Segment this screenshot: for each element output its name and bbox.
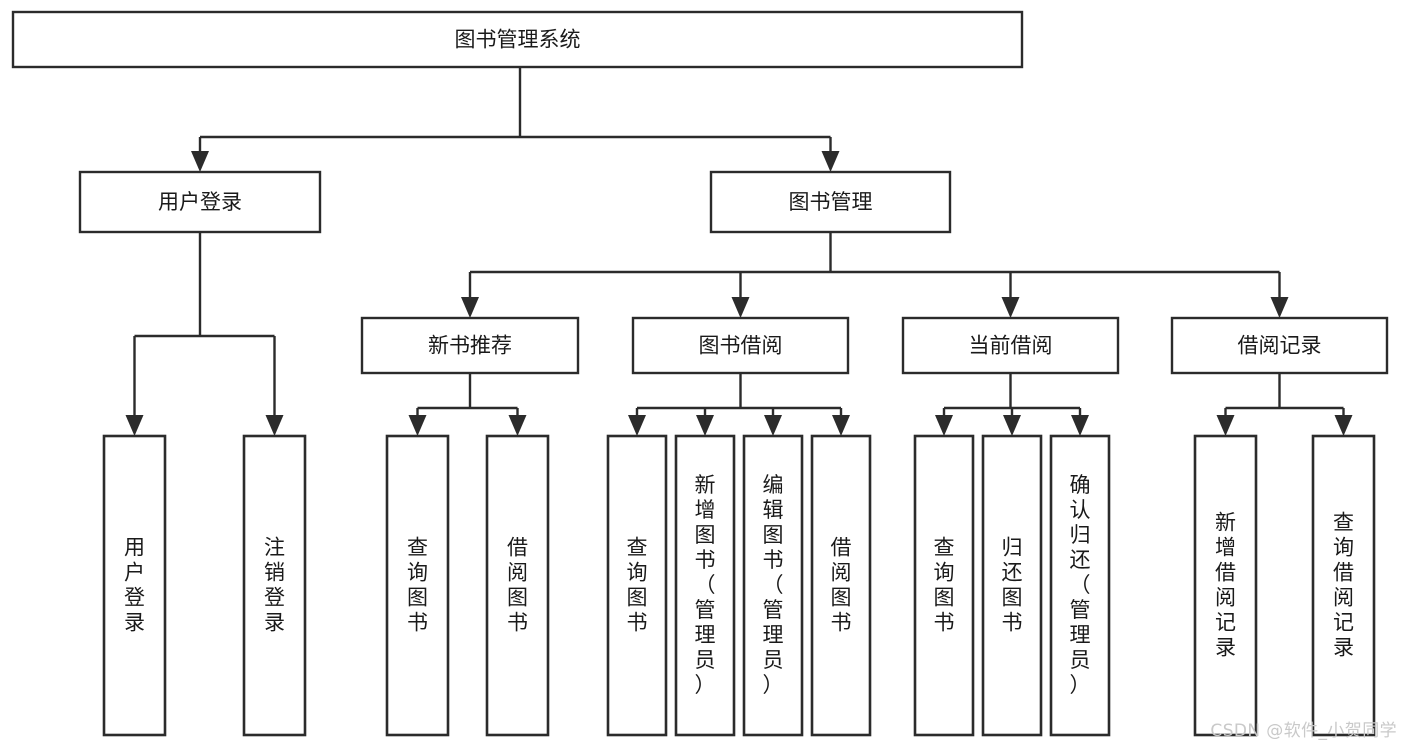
node-book-manage[interactable]: 图书管理 (709, 170, 952, 234)
node-leaf-add-borrow-rec-label: 新增借阅记录 (1215, 511, 1236, 660)
node-user-login-label: 用户登录 (158, 190, 242, 214)
borrow-record-to-leaf-query-borrow-rec-arrow-icon (1334, 415, 1353, 436)
user-login-to-leaf-user-logout-arrow-icon (265, 415, 284, 436)
node-leaf-user-login-box (102, 434, 167, 737)
node-leaf-add-borrow-rec-box (1193, 434, 1258, 737)
node-leaf-user-login-label: 用户登录 (124, 536, 145, 635)
node-borrow-record-box (1170, 316, 1389, 375)
book-manage-to-borrow-record-arrow-icon (1270, 297, 1289, 318)
node-leaf-query-borrow-rec-label: 查询借阅记录 (1333, 511, 1354, 660)
book-manage-to-new-book-recommend-arrow-icon (461, 297, 479, 318)
node-book-borrow-label: 图书借阅 (699, 334, 783, 358)
node-new-book-recommend-label: 新书推荐 (428, 334, 512, 358)
node-leaf-edit-book-admin[interactable]: 编辑图书（管理员） (742, 434, 804, 737)
node-leaf-user-logout[interactable]: 注销登录 (242, 434, 307, 737)
node-leaf-borrow-book-bor-box (810, 434, 872, 737)
node-leaf-query-book-bor-label: 查询图书 (627, 536, 648, 635)
book-manage-to-current-borrow-arrow-icon (1001, 297, 1020, 318)
node-leaf-add-book-admin-label: 新增图书（管理员） (695, 473, 716, 697)
node-leaf-query-borrow-rec-box (1311, 434, 1376, 737)
node-leaf-query-book-cur[interactable]: 查询图书 (913, 434, 975, 737)
book-borrow-to-leaf-query-book-bor-arrow-icon (628, 415, 646, 436)
node-current-borrow[interactable]: 当前借阅 (901, 316, 1120, 375)
node-leaf-query-borrow-rec[interactable]: 查询借阅记录 (1311, 434, 1376, 737)
node-root-label: 图书管理系统 (455, 28, 581, 52)
node-leaf-confirm-return-box (1049, 434, 1111, 737)
book-manage-to-book-borrow-arrow-icon (731, 297, 750, 318)
node-borrow-record[interactable]: 借阅记录 (1170, 316, 1389, 375)
node-leaf-add-book-admin[interactable]: 新增图书（管理员） (674, 434, 736, 737)
node-leaf-confirm-return[interactable]: 确认归还（管理员） (1049, 434, 1111, 737)
node-book-manage-box (709, 170, 952, 234)
book-borrow-to-leaf-edit-book-admin-arrow-icon (764, 415, 782, 436)
borrow-record-to-leaf-add-borrow-rec-arrow-icon (1216, 415, 1235, 436)
node-user-login-box (78, 170, 322, 234)
book-borrow-to-leaf-add-book-admin-arrow-icon (696, 415, 714, 436)
node-leaf-borrow-book-new-box (485, 434, 550, 737)
node-leaf-add-borrow-rec[interactable]: 新增借阅记录 (1193, 434, 1258, 737)
node-layer: 图书管理系统用户登录图书管理新书推荐图书借阅当前借阅借阅记录用户登录注销登录查询… (11, 10, 1389, 737)
connector-layer (125, 67, 1353, 436)
node-leaf-return-book-box (981, 434, 1043, 737)
node-book-borrow-box (631, 316, 850, 375)
node-leaf-query-book-new-box (385, 434, 450, 737)
node-leaf-query-book-cur-box (913, 434, 975, 737)
node-book-manage-label: 图书管理 (789, 190, 873, 214)
node-leaf-query-book-cur-label: 查询图书 (934, 536, 955, 635)
node-book-borrow[interactable]: 图书借阅 (631, 316, 850, 375)
node-user-login[interactable]: 用户登录 (78, 170, 322, 234)
node-current-borrow-label: 当前借阅 (969, 334, 1053, 358)
node-leaf-borrow-book-bor[interactable]: 借阅图书 (810, 434, 872, 737)
node-new-book-recommend[interactable]: 新书推荐 (360, 316, 580, 375)
node-leaf-borrow-book-new-label: 借阅图书 (507, 536, 528, 635)
node-leaf-query-book-new-label: 查询图书 (407, 536, 428, 635)
node-leaf-return-book-label: 归还图书 (1002, 536, 1023, 635)
node-borrow-record-label: 借阅记录 (1238, 334, 1322, 358)
node-leaf-query-book-bor-box (606, 434, 668, 737)
current-borrow-to-leaf-return-book-arrow-icon (1003, 415, 1021, 436)
node-leaf-add-book-admin-box (674, 434, 736, 737)
node-leaf-user-login[interactable]: 用户登录 (102, 434, 167, 737)
node-new-book-recommend-box (360, 316, 580, 375)
node-root-box (11, 10, 1024, 69)
root-to-user-login-arrow-icon (191, 151, 209, 172)
node-leaf-return-book[interactable]: 归还图书 (981, 434, 1043, 737)
new-book-recommend-to-leaf-borrow-book-new-arrow-icon (508, 415, 527, 436)
root-to-book-manage-arrow-icon (821, 151, 840, 172)
current-borrow-to-leaf-query-book-cur-arrow-icon (935, 415, 953, 436)
node-leaf-edit-book-admin-box (742, 434, 804, 737)
node-leaf-confirm-return-label: 确认归还（管理员） (1070, 473, 1091, 697)
node-root[interactable]: 图书管理系统 (11, 10, 1024, 69)
node-leaf-edit-book-admin-label: 编辑图书（管理员） (763, 473, 784, 697)
node-leaf-query-book-bor[interactable]: 查询图书 (606, 434, 668, 737)
node-leaf-borrow-book-bor-label: 借阅图书 (831, 536, 852, 635)
user-login-to-leaf-user-login-arrow-icon (125, 415, 144, 436)
current-borrow-to-leaf-confirm-return-arrow-icon (1071, 415, 1089, 436)
node-current-borrow-box (901, 316, 1120, 375)
node-leaf-query-book-new[interactable]: 查询图书 (385, 434, 450, 737)
book-borrow-to-leaf-borrow-book-bor-arrow-icon (832, 415, 850, 436)
node-leaf-user-logout-box (242, 434, 307, 737)
new-book-recommend-to-leaf-query-book-new-arrow-icon (408, 415, 427, 436)
node-leaf-user-logout-label: 注销登录 (264, 536, 285, 635)
node-leaf-borrow-book-new[interactable]: 借阅图书 (485, 434, 550, 737)
